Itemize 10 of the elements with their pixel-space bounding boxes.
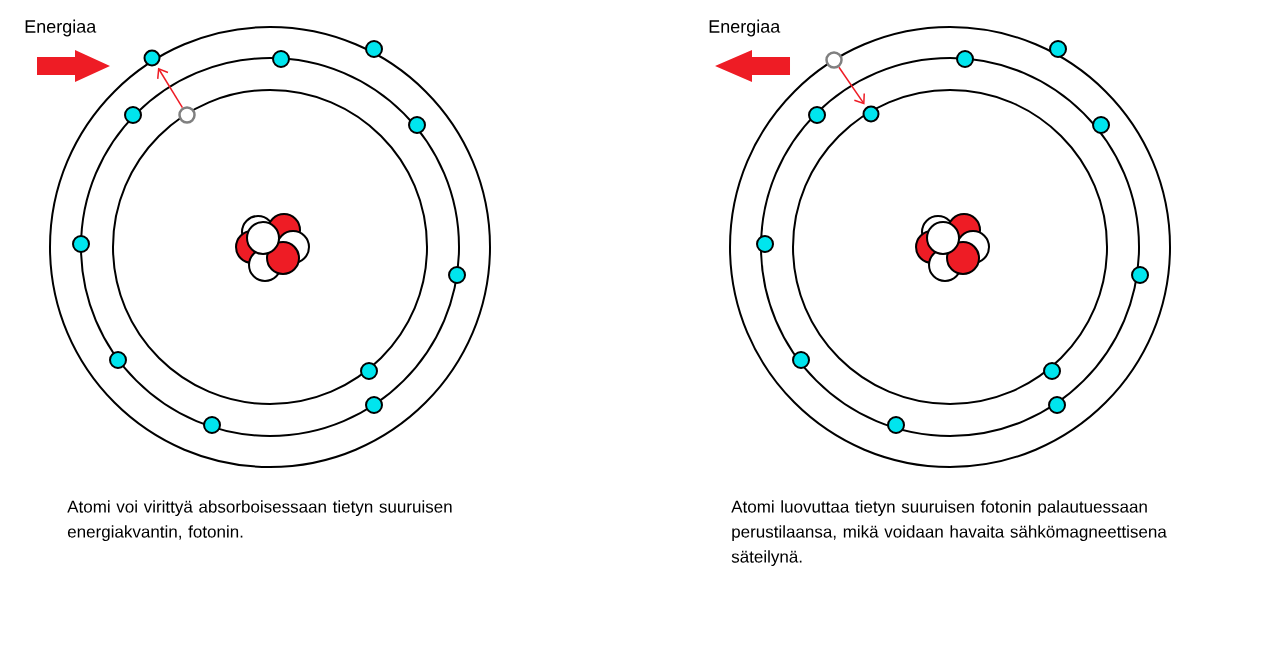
arrow [157, 67, 184, 109]
empty-electron [178, 106, 196, 124]
arrow [838, 66, 865, 105]
energy-label: Energiaa [25, 19, 97, 37]
electron [862, 105, 880, 123]
electron [143, 49, 161, 67]
caption: Atomi luovuttaa tietyn suuruisen fotonin palautuessaan perustilaansa, mikä voidaan havaita sähkömagneettisena säteilynä. [731, 500, 1167, 567]
energy-label: Energiaa [709, 19, 781, 37]
caption: Atomi voi virittyä absorboisessaan tietyn suuruisen energiakvantin, fotonin. [67, 500, 452, 542]
empty-electron [825, 51, 843, 69]
